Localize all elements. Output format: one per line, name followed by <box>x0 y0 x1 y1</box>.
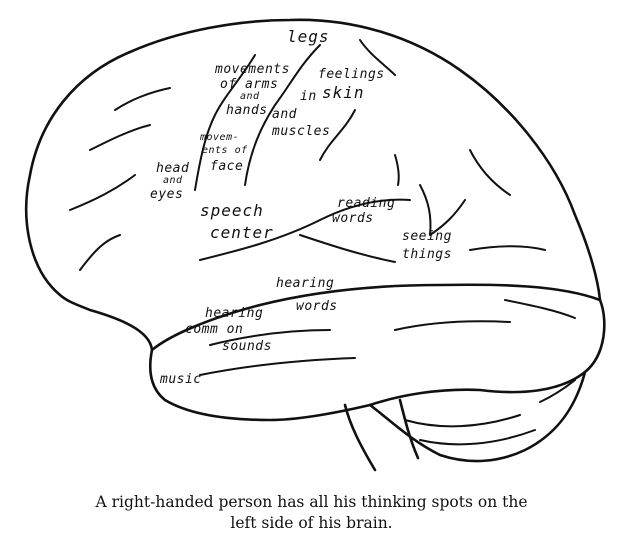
label-muscles: muscles <box>271 124 330 139</box>
sulcus-5 <box>89 124 151 151</box>
sulcus-2 <box>244 44 321 186</box>
figure-caption: A right-handed person has all his thinki… <box>0 492 623 534</box>
label-and-3: and <box>163 175 183 186</box>
brain-stem <box>343 403 377 472</box>
sulcus-3 <box>359 39 396 76</box>
label-of-arms: of arms <box>220 77 278 92</box>
label-movements-of-face-1: movem- <box>199 132 239 143</box>
cerebellum-fold-2 <box>419 429 536 446</box>
sulcus-15 <box>394 154 400 186</box>
label-face: face <box>210 159 243 174</box>
label-reading: reading <box>337 196 395 211</box>
label-eyes: eyes <box>150 187 183 202</box>
caption-line-1: A right-handed person has all his thinki… <box>95 493 528 511</box>
label-sounds: sounds <box>222 339 272 354</box>
label-hearing-2: hearing <box>205 306 263 321</box>
label-things: things <box>402 247 452 262</box>
central-sulcus <box>194 54 256 191</box>
label-movements: movements <box>214 62 290 77</box>
label-and-2: and <box>272 107 297 122</box>
sulcus-8 <box>114 87 171 111</box>
cerebellum-outline <box>368 370 587 463</box>
sulcus-12 <box>469 245 546 251</box>
label-music: music <box>159 372 202 387</box>
label-hands: hands <box>226 103 268 118</box>
sulcus-16 <box>504 299 576 319</box>
sulcus-6 <box>69 174 136 211</box>
sulcus-10 <box>419 184 466 236</box>
sulcus-4 <box>319 109 356 161</box>
label-head: head <box>156 161 189 176</box>
cerebellum-fold-1 <box>404 414 521 428</box>
label-skin: skin <box>322 83 365 102</box>
label-words-1: words <box>332 211 374 226</box>
sylvian-fissure <box>199 198 411 261</box>
label-speech: speech <box>200 201 264 220</box>
cerebellum-fold-3 <box>539 379 576 403</box>
label-in: in <box>300 89 317 104</box>
label-common: comm on <box>185 322 243 337</box>
sulcus-17 <box>394 320 511 331</box>
caption-line-2: left side of his brain. <box>230 514 393 532</box>
label-seeing: seeing <box>402 229 452 244</box>
label-feelings: feelings <box>318 67 385 82</box>
label-hearing-1: hearing <box>276 276 334 291</box>
sulcus-9 <box>299 234 396 263</box>
brain-diagram: legs movements of arms and hands and fee… <box>24 18 606 472</box>
brain-outline <box>24 18 606 422</box>
sulcus-11 <box>469 149 511 196</box>
sulcus-14 <box>199 357 356 376</box>
sulcus-7 <box>79 234 121 271</box>
brain-stem-2 <box>398 398 420 460</box>
label-center: center <box>210 223 274 242</box>
temporal-lobe-edge <box>150 283 602 352</box>
label-words-2: words <box>296 299 338 314</box>
label-and-1: and <box>240 91 260 102</box>
label-movements-of-face-2: ents of <box>202 145 248 156</box>
label-legs: legs <box>287 27 330 46</box>
sulcus-13 <box>209 329 331 346</box>
